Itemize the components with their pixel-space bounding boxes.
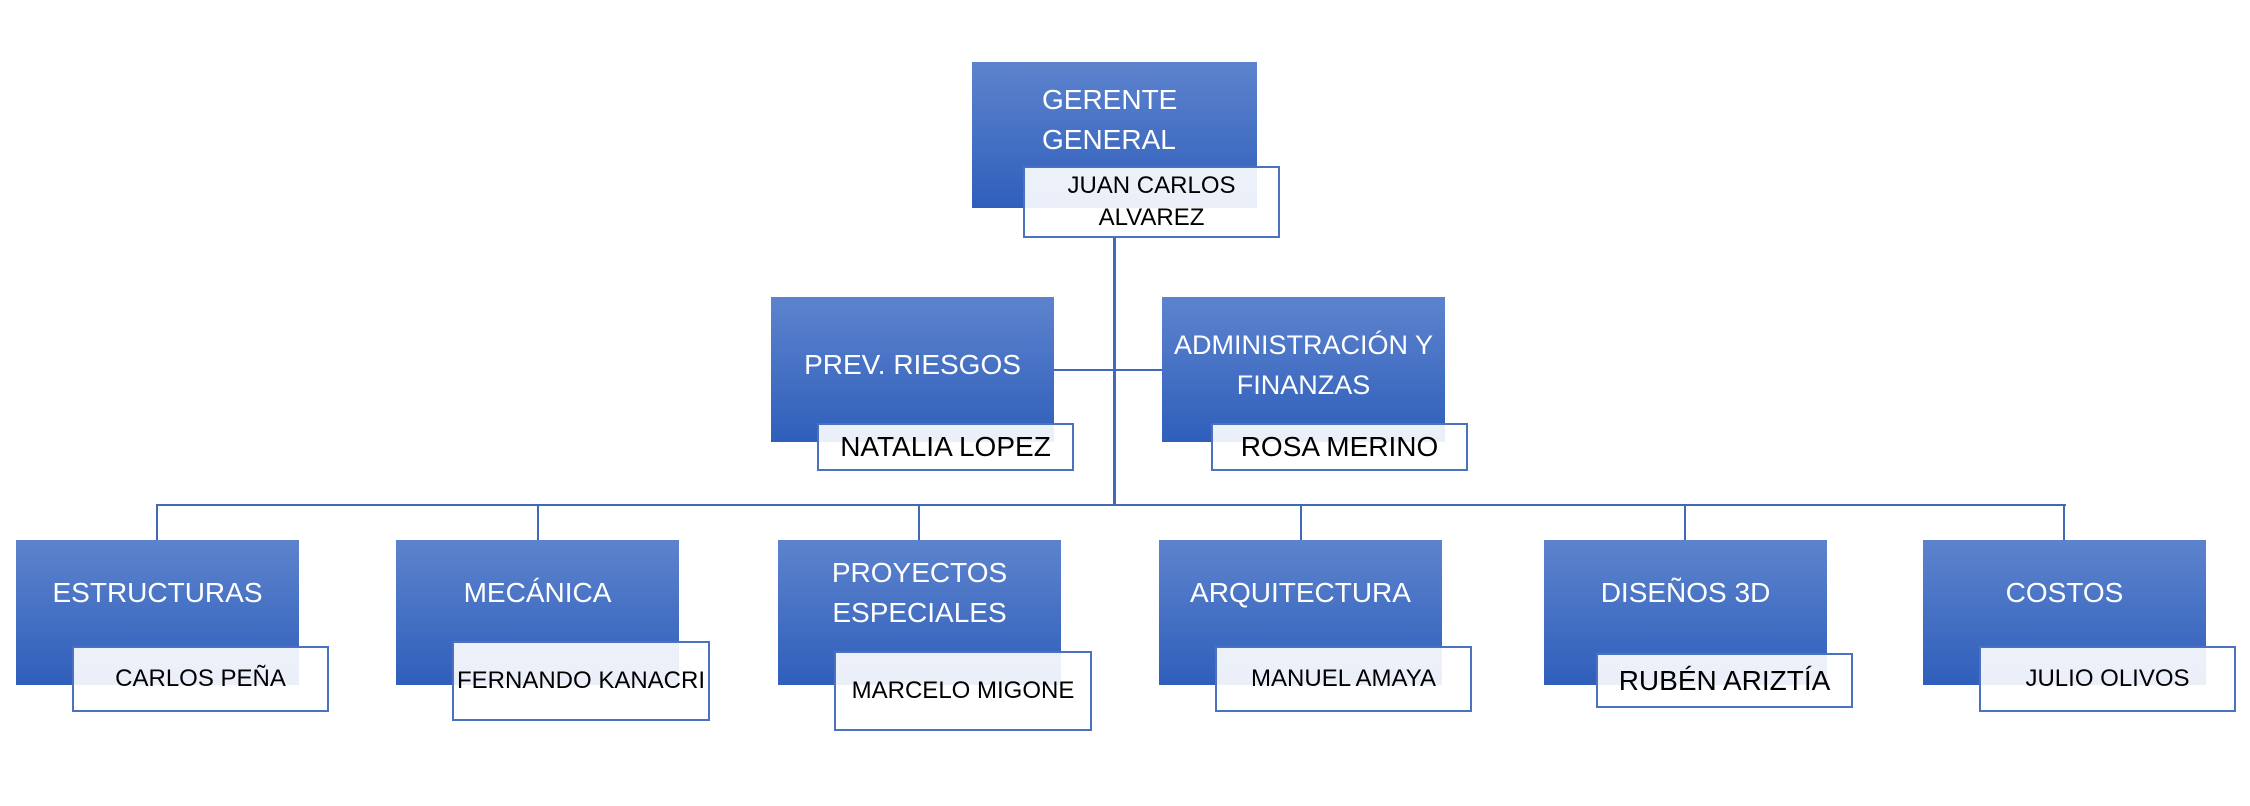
connector-dept-3 (918, 504, 920, 540)
connector-departments-bus (156, 504, 2066, 506)
node-title: COSTOS (2005, 576, 2124, 608)
node-name: MARCELO MIGONE (834, 651, 1092, 731)
connector-dept-2 (537, 504, 539, 540)
node-administracion-finanzas: ADMINISTRACIÓN Y FINANZAS (1162, 297, 1445, 442)
node-name: JULIO OLIVOS (1979, 646, 2236, 712)
node-title: PROYECTOS ESPECIALES (831, 556, 1008, 628)
connector-root-trunk (1113, 238, 1116, 506)
node-name: JUAN CARLOS ALVAREZ (1023, 166, 1280, 238)
node-title: ADMINISTRACIÓN Y FINANZAS (1173, 329, 1434, 400)
node-name: CARLOS PEÑA (72, 646, 329, 712)
node-name: RUBÉN ARIZTÍA (1596, 653, 1853, 708)
node-title: PREV. RIESGOS (804, 348, 1021, 380)
node-prev-riesgos: PREV. RIESGOS (771, 297, 1054, 442)
node-title: MECÁNICA (463, 576, 612, 608)
connector-dept-4 (1300, 504, 1302, 540)
node-title: DISEÑOS 3D (1600, 576, 1771, 608)
connector-assistants (1053, 369, 1162, 371)
node-title: ESTRUCTURAS (52, 576, 263, 608)
connector-dept-1 (156, 504, 158, 540)
connector-dept-6 (2063, 504, 2065, 540)
node-name: NATALIA LOPEZ (817, 423, 1074, 471)
node-name: ROSA MERINO (1211, 423, 1468, 471)
node-name: MANUEL AMAYA (1215, 646, 1472, 712)
node-name: FERNANDO KANACRI (452, 641, 710, 721)
node-title: ARQUITECTURA (1190, 576, 1411, 608)
connector-dept-5 (1684, 504, 1686, 540)
node-title: GERENTE GENERAL (1042, 84, 1178, 155)
